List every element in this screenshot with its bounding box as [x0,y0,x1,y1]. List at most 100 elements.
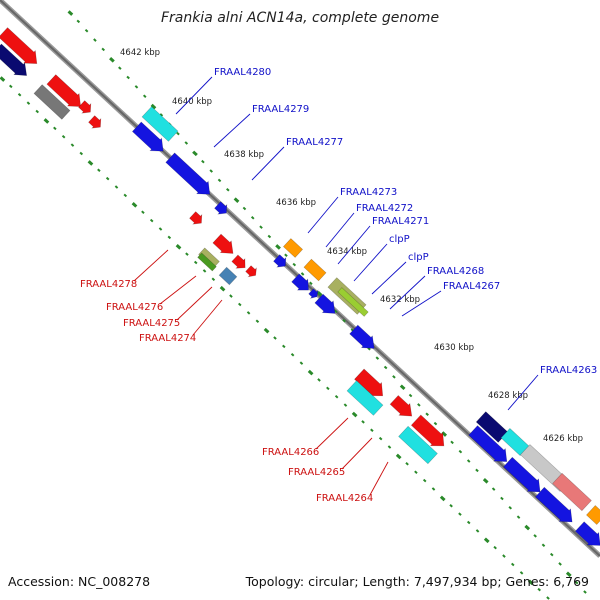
gene-feature [33,84,71,120]
tick-dot [502,554,506,558]
gene-leader-line [192,299,223,336]
gene-label-forward: clpP [408,252,429,263]
tick-dot [422,478,427,483]
tick-dot [537,587,541,592]
gene-label-forward: FRAAL4271 [372,216,429,227]
tick-dot [246,311,251,315]
tick-dot [500,496,504,501]
gene-label-forward: FRAAL4267 [443,281,500,292]
tick-dot [491,487,496,491]
tick-dot [483,537,490,544]
gene-feature [214,201,228,215]
scale-label: 4642 kbp [120,48,160,58]
tick-dot [233,197,240,203]
tick-dot [450,440,454,445]
tick-dot [267,234,272,239]
gene-leader-line [369,461,389,496]
gene-label-reverse: FRAAL4274 [139,333,196,344]
scale-label: 4628 kbp [488,391,528,401]
tick-dot [508,506,513,510]
tick-dot [510,562,515,567]
tick-dot [387,445,392,449]
tick-dot [275,244,281,250]
gene-feature [231,254,246,269]
gene-leader-line [251,146,285,181]
scale-label: 4636 kbp [276,198,316,208]
tick-dot [405,462,409,466]
gene-label-forward: clpP [389,234,410,245]
gene-feature [197,252,217,272]
tick-dot [524,524,531,531]
gene-feature [218,266,238,286]
tick-dot [583,590,587,594]
tick-dot [53,126,57,131]
gene-feature [46,74,82,107]
tick-dot [395,453,402,460]
tick-dot [26,101,31,105]
scale-label: 4630 kbp [434,343,474,353]
tick-dot [449,503,453,508]
tick-dot [141,210,145,214]
tick-dot [17,93,22,97]
gene-leader-line [315,417,349,450]
gene-leader-line [133,249,169,282]
gene-feature [337,287,369,317]
gene-feature [475,411,509,443]
tick-dot [351,411,358,418]
tick-dot [433,421,438,426]
tick-dot [259,225,263,229]
gene-feature [552,472,592,512]
tick-dot [282,344,286,349]
tick-dot [408,393,413,398]
tick-dot [219,285,226,292]
tick-dot [458,449,463,454]
tick-dot [316,290,323,297]
gene-feature [303,258,327,282]
tick-dot [482,477,489,484]
gene-label-reverse: FRAAL4278 [80,279,137,290]
gene-label-forward: FRAAL4273 [340,187,397,198]
tick-dot [105,176,110,181]
tick-dot [67,10,74,16]
tick-dot [226,187,230,192]
tick-dot [334,394,339,399]
tick-dot [414,470,418,474]
tick-dot [70,143,75,147]
tick-dot [546,596,550,600]
tick-dot [79,151,84,156]
gene-leader-line [159,275,197,305]
tick-dot [9,84,13,89]
tick-dot [439,495,446,502]
tick-dot [159,113,164,117]
gene-label-reverse: FRAAL4276 [106,302,163,313]
tick-dot [61,134,66,139]
tick-dot [202,269,207,273]
tick-dot [217,178,222,183]
tick-dot [192,150,198,157]
tick-dot [466,520,471,525]
gene-feature [503,456,541,493]
gene-leader-line [389,275,426,310]
tick-dot [255,319,260,323]
tick-dot [175,243,182,250]
tick-dot [118,66,122,70]
tick-dot [109,57,115,63]
tick-dot [150,103,157,110]
tick-dot [158,227,163,231]
tick-dot [441,431,448,437]
tick-dot [193,260,198,265]
gene-feature [389,395,413,417]
gene-leader-line [213,113,251,148]
gene-feature [282,238,304,258]
gene-leader-line [401,290,442,317]
tick-dot [326,386,330,391]
gene-feature [349,324,375,349]
tick-dot [97,168,101,173]
gene-leader-line [175,76,213,115]
tick-dot [307,369,314,376]
gene-feature [245,265,257,278]
tick-dot [209,169,213,173]
tick-dot [185,252,189,256]
gene-leader-line [341,437,373,470]
